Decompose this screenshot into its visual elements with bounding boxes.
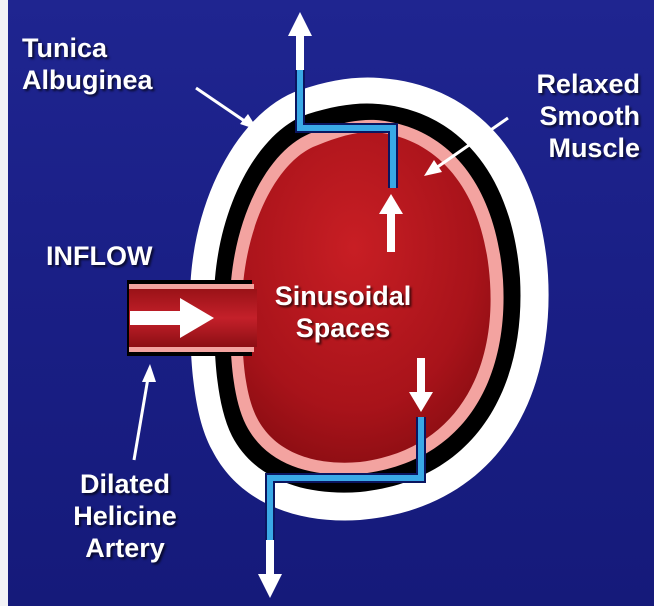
inflow-label: INFLOW (46, 240, 152, 272)
smooth-muscle-label-line-2: Smooth (536, 100, 640, 132)
smooth-muscle-label-line-1: Relaxed (536, 68, 640, 100)
artery-label-line-2: Helicine (40, 500, 210, 532)
smooth-muscle-label-line-3: Muscle (536, 132, 640, 164)
sinusoidal-label-line-1: Sinusoidal (258, 280, 428, 312)
sinusoidal-spaces-label: Sinusoidal Spaces (258, 280, 428, 344)
outflow-arrow-bottom (258, 540, 282, 598)
tunica-label-line-1: Tunica (22, 32, 153, 64)
tunica-albuginea-label: Tunica Albuginea (22, 32, 153, 96)
sinusoidal-label-line-2: Spaces (258, 312, 428, 344)
relaxed-smooth-muscle-label: Relaxed Smooth Muscle (536, 68, 640, 164)
outflow-arrow-top (288, 12, 312, 70)
leader-artery (134, 364, 156, 460)
artery-label-line-1: Dilated (40, 468, 210, 500)
dilated-helicine-artery-label: Dilated Helicine Artery (40, 468, 210, 564)
leader-tunica (196, 88, 258, 130)
artery-label-line-3: Artery (40, 532, 210, 564)
tunica-label-line-2: Albuginea (22, 64, 153, 96)
